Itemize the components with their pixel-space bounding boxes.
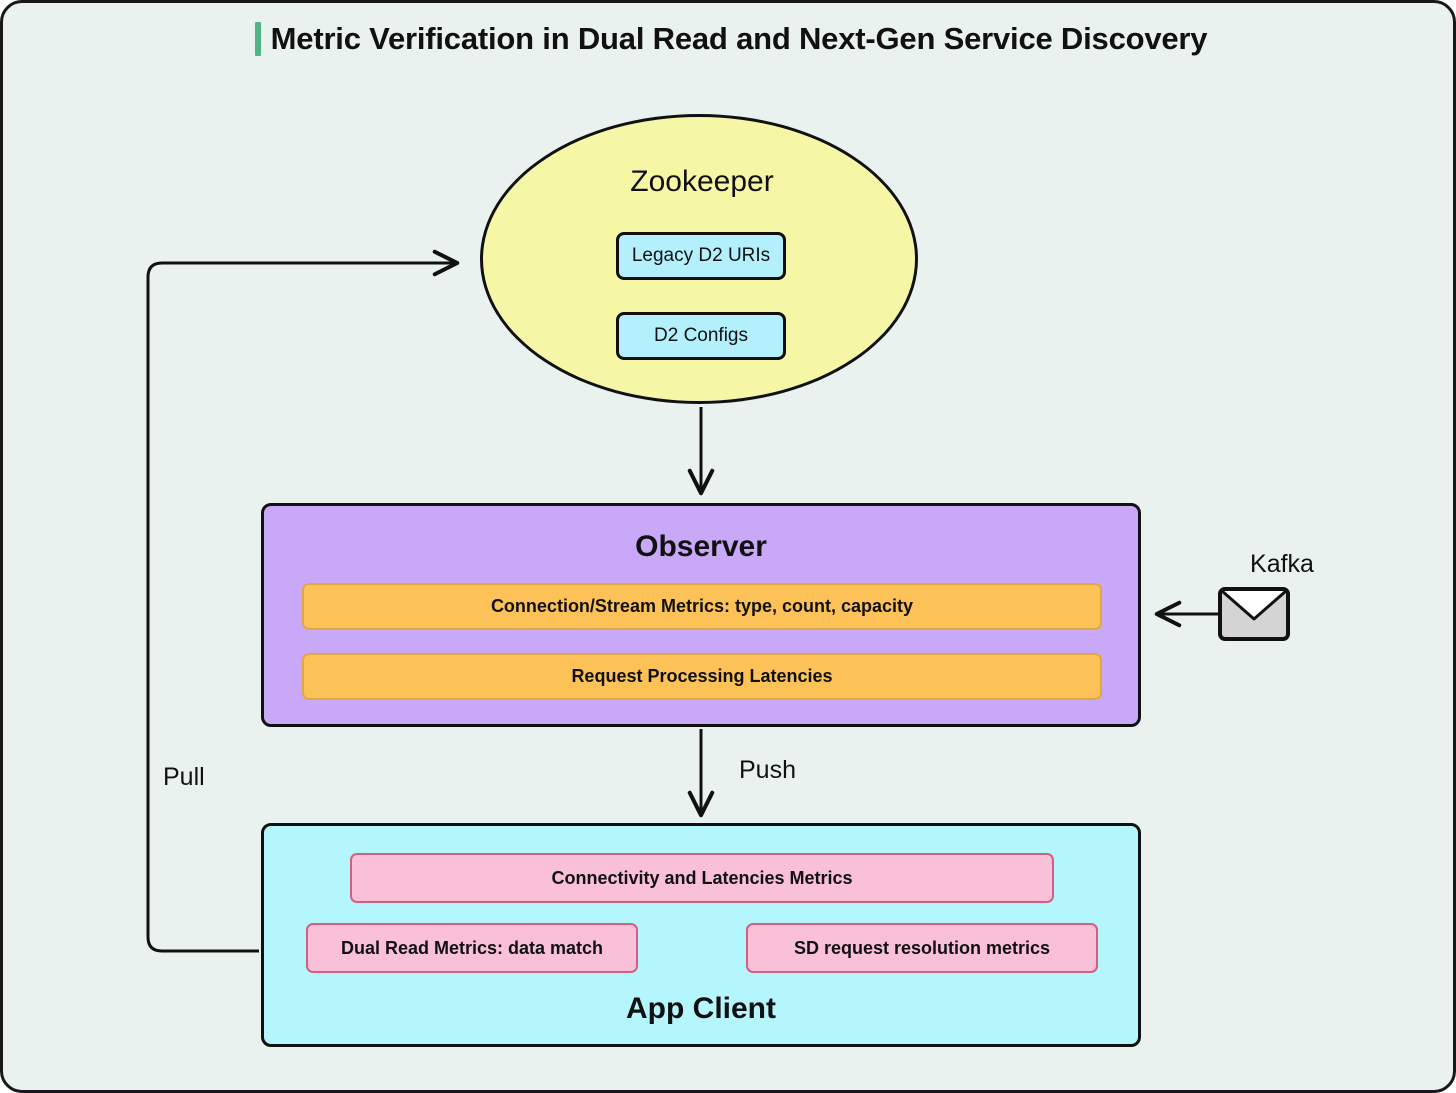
node-observer-label: Observer (635, 530, 767, 563)
title-accent-bar (254, 22, 261, 56)
chip-request-processing-latencies[interactable]: Request Processing Latencies (302, 653, 1102, 700)
chip-connection-stream-metrics[interactable]: Connection/Stream Metrics: type, count, … (302, 583, 1102, 630)
chip-connectivity-and-latencies-metrics[interactable]: Connectivity and Latencies Metrics (350, 853, 1054, 903)
chip-legacy-d2-uris[interactable]: Legacy D2 URIs (616, 232, 786, 280)
envelope-icon (1218, 587, 1290, 641)
node-observer[interactable]: Observer Connection/Stream Metrics: type… (261, 503, 1141, 727)
node-app-client[interactable]: Connectivity and Latencies Metrics Dual … (261, 823, 1141, 1047)
edge-label-pull: Pull (163, 763, 205, 791)
page-title: Metric Verification in Dual Read and Nex… (3, 21, 1453, 57)
node-app-client-label: App Client (626, 992, 776, 1025)
chip-dual-read-metrics[interactable]: Dual Read Metrics: data match (306, 923, 638, 973)
node-kafka-label: Kafka (1250, 550, 1314, 578)
edge-label-push: Push (739, 756, 796, 784)
node-zookeeper-label: Zookeeper (630, 165, 774, 198)
chip-d2-configs[interactable]: D2 Configs (616, 312, 786, 360)
chip-sd-request-resolution-metrics[interactable]: SD request resolution metrics (746, 923, 1098, 973)
node-zookeeper[interactable]: Zookeeper Legacy D2 URIs D2 Configs (480, 114, 918, 404)
page-title-text: Metric Verification in Dual Read and Nex… (270, 21, 1208, 56)
node-kafka[interactable]: Kafka (1218, 549, 1346, 654)
